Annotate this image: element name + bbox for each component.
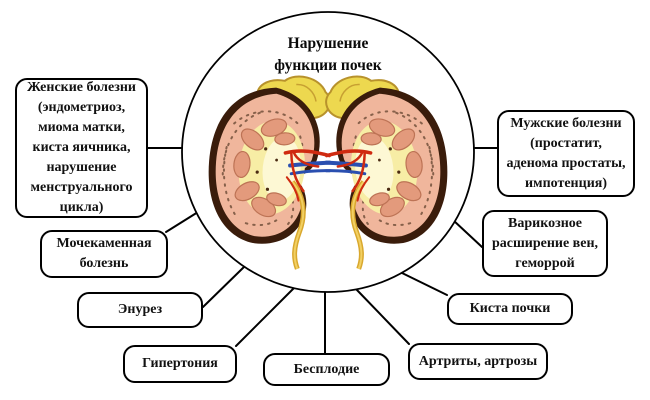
renal-pyramids bbox=[233, 118, 296, 218]
connector-urolithiasis bbox=[165, 211, 199, 233]
ureter-highlight bbox=[291, 181, 305, 270]
node-enuresis: Энурез bbox=[77, 292, 203, 328]
node-female-diseases-label: Женские болезни (эндометриоз, миома матк… bbox=[27, 80, 136, 215]
connector-varicose bbox=[452, 219, 483, 248]
node-infertility-label: Бесплодие bbox=[293, 361, 360, 377]
node-infertility: Бесплодие bbox=[263, 353, 390, 386]
diagram-title: Нарушение функции почек bbox=[274, 35, 382, 74]
left-kidney-illustration bbox=[208, 75, 332, 270]
connector-hypertension bbox=[235, 287, 295, 347]
node-varicose-veins-label: Варикозное расширение вен, геморрой bbox=[491, 215, 599, 271]
node-male-diseases: Мужские болезни (простатит, аденома прос… bbox=[497, 110, 635, 197]
connector-enuresis bbox=[202, 265, 246, 308]
connector-arthritis bbox=[355, 288, 410, 345]
node-arthritis-label: Артриты, артрозы bbox=[418, 353, 538, 369]
node-kidney-cyst: Киста почки bbox=[447, 293, 573, 325]
node-male-diseases-label: Мужские болезни (простатит, аденома прос… bbox=[506, 115, 626, 191]
connector-kidney-cyst bbox=[399, 271, 448, 296]
connector-lines bbox=[147, 147, 498, 354]
node-female-diseases: Женские болезни (эндометриоз, миома матк… bbox=[15, 78, 148, 218]
node-urolithiasis: Мочекаменная болезнь bbox=[40, 230, 168, 278]
node-hypertension: Гипертония bbox=[123, 345, 237, 383]
node-kidney-cyst-label: Киста почки bbox=[469, 301, 551, 316]
node-urolithiasis-label: Мочекаменная болезнь bbox=[56, 236, 152, 271]
sinus-specks bbox=[255, 147, 278, 191]
node-hypertension-label: Гипертония bbox=[142, 356, 218, 371]
node-arthritis: Артриты, артрозы bbox=[408, 343, 548, 380]
node-enuresis-label: Энурез bbox=[117, 302, 163, 317]
node-varicose-veins: Варикозное расширение вен, геморрой bbox=[482, 210, 608, 277]
